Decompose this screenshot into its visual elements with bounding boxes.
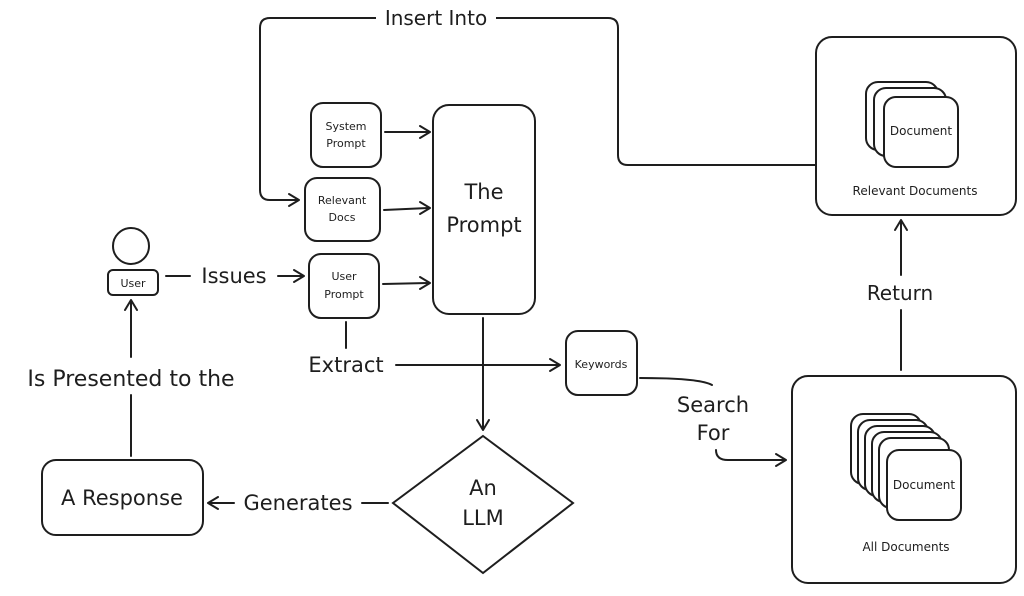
svg-text:Document: Document xyxy=(893,478,955,492)
insert-into-label: Insert Into xyxy=(385,6,487,30)
userprompt-to-prompt-arrow xyxy=(382,282,429,285)
search-arrow xyxy=(715,449,785,461)
rel-doc-card-top xyxy=(883,96,959,168)
svg-text:Prompt: Prompt xyxy=(326,137,366,150)
svg-text:Document: Document xyxy=(890,124,952,138)
svg-text:User: User xyxy=(120,277,146,290)
all-documents-label: All Documents xyxy=(862,540,949,554)
all-doc-card-top xyxy=(886,449,962,521)
svg-text:Keywords: Keywords xyxy=(575,358,628,371)
svg-text:Prompt: Prompt xyxy=(324,288,364,301)
user-prompt-node: User Prompt xyxy=(308,253,380,319)
presented-label: Is Presented to the xyxy=(27,367,234,392)
extract-label: Extract xyxy=(308,353,383,377)
system-prompt-node: System Prompt xyxy=(310,102,382,168)
keywords-node: Keywords xyxy=(565,330,638,396)
svg-text:Prompt: Prompt xyxy=(446,213,521,237)
svg-text:A Response: A Response xyxy=(61,486,183,510)
search-label-line1: Search xyxy=(677,393,749,417)
response-node: A Response xyxy=(41,459,204,536)
generates-label: Generates xyxy=(243,491,352,515)
the-prompt-node: The Prompt xyxy=(432,104,536,315)
svg-text:LLM: LLM xyxy=(462,506,504,530)
svg-text:User: User xyxy=(331,270,357,283)
svg-text:Docs: Docs xyxy=(329,211,356,224)
relevant-docs-node: Relevant Docs xyxy=(304,177,381,242)
docs-to-prompt-arrow xyxy=(383,207,429,211)
svg-text:An: An xyxy=(469,476,497,500)
svg-text:The: The xyxy=(463,180,503,204)
relevant-documents-node: Document Relevant Documents xyxy=(815,36,1017,216)
user-head xyxy=(112,227,150,265)
search-label-line2: For xyxy=(697,421,730,445)
svg-text:System: System xyxy=(325,120,366,133)
all-documents-node: Document All Documents xyxy=(791,375,1017,584)
svg-text:Relevant: Relevant xyxy=(318,194,367,207)
search-connector xyxy=(639,377,713,386)
issues-label: Issues xyxy=(201,264,266,288)
user-actor: User xyxy=(107,227,159,296)
return-label: Return xyxy=(867,281,933,305)
relevant-documents-label: Relevant Documents xyxy=(853,184,978,198)
llm-node: An LLM xyxy=(391,434,575,575)
